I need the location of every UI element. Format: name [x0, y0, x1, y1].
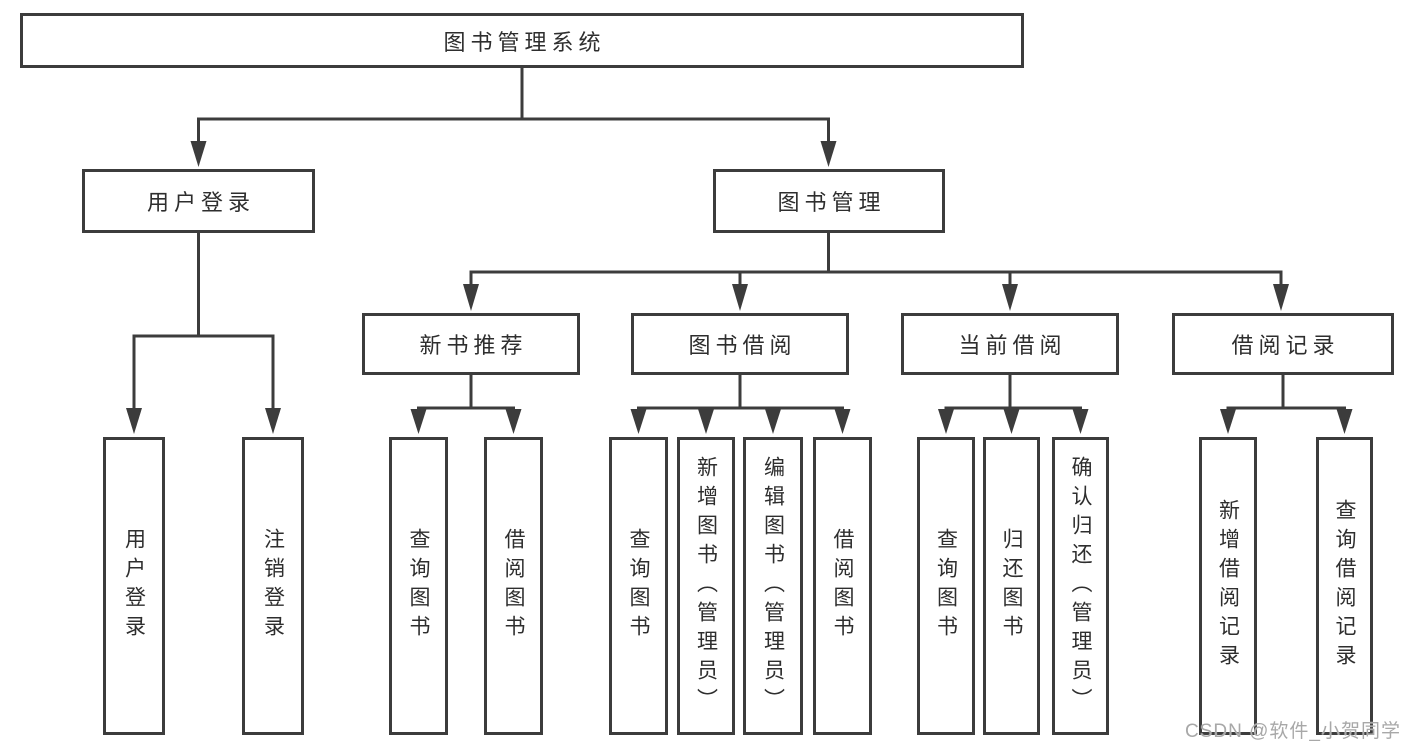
node-label: 当前借阅 — [958, 333, 1067, 358]
node-new-book-recommend: 新书推荐 — [362, 313, 580, 375]
leaf-edit-books-admin: 编辑图书（管理员） — [743, 437, 803, 735]
leaf-label: 编辑图书（管理员） — [761, 455, 785, 717]
leaf-label: 查询借阅记录 — [1333, 499, 1356, 673]
leaf-label: 查询图书 — [407, 528, 430, 644]
leaf-query-borrow-record: 查询借阅记录 — [1316, 437, 1373, 735]
node-label: 借阅记录 — [1231, 333, 1340, 358]
leaf-label: 查询图书 — [934, 528, 958, 644]
leaf-label: 借阅图书 — [502, 528, 525, 644]
leaf-label: 用户登录 — [122, 528, 146, 644]
leaf-confirm-return-admin: 确认归还（管理员） — [1052, 437, 1109, 735]
leaf-add-borrow-record: 新增借阅记录 — [1199, 437, 1257, 735]
node-current-borrowing: 当前借阅 — [901, 313, 1119, 375]
leaf-label: 确认归还（管理员） — [1069, 455, 1092, 717]
node-label: 图书借阅 — [688, 333, 797, 358]
csdn-watermark: CSDN @软件_小贺同学 — [1185, 721, 1401, 742]
leaf-query-books: 查询图书 — [917, 437, 975, 735]
node-library-management-system: 图书管理系统 — [20, 13, 1024, 68]
leaf-query-books: 查询图书 — [389, 437, 448, 735]
leaf-label: 新增图书（管理员） — [694, 455, 718, 717]
leaf-label: 借阅图书 — [831, 528, 854, 644]
node-user-login: 用户登录 — [82, 169, 315, 233]
node-label: 用户登录 — [146, 190, 255, 215]
leaf-add-books-admin: 新增图书（管理员） — [677, 437, 735, 735]
leaf-query-books: 查询图书 — [609, 437, 668, 735]
leaf-label: 新增借阅记录 — [1216, 499, 1240, 673]
leaf-user-login: 用户登录 — [103, 437, 165, 735]
leaf-borrow-books: 借阅图书 — [484, 437, 543, 735]
node-label: 图书管理系统 — [443, 29, 606, 55]
leaf-borrow-books: 借阅图书 — [813, 437, 872, 735]
leaf-label: 归还图书 — [1000, 528, 1023, 644]
leaf-return-books: 归还图书 — [983, 437, 1040, 735]
node-label: 图书管理 — [777, 190, 886, 215]
node-book-management: 图书管理 — [713, 169, 945, 233]
node-label: 新书推荐 — [419, 333, 528, 358]
leaf-label: 查询图书 — [627, 528, 650, 644]
node-book-borrowing: 图书借阅 — [631, 313, 849, 375]
node-borrowing-records: 借阅记录 — [1172, 313, 1394, 375]
leaf-label: 注销登录 — [261, 528, 285, 644]
leaf-logout: 注销登录 — [242, 437, 304, 735]
